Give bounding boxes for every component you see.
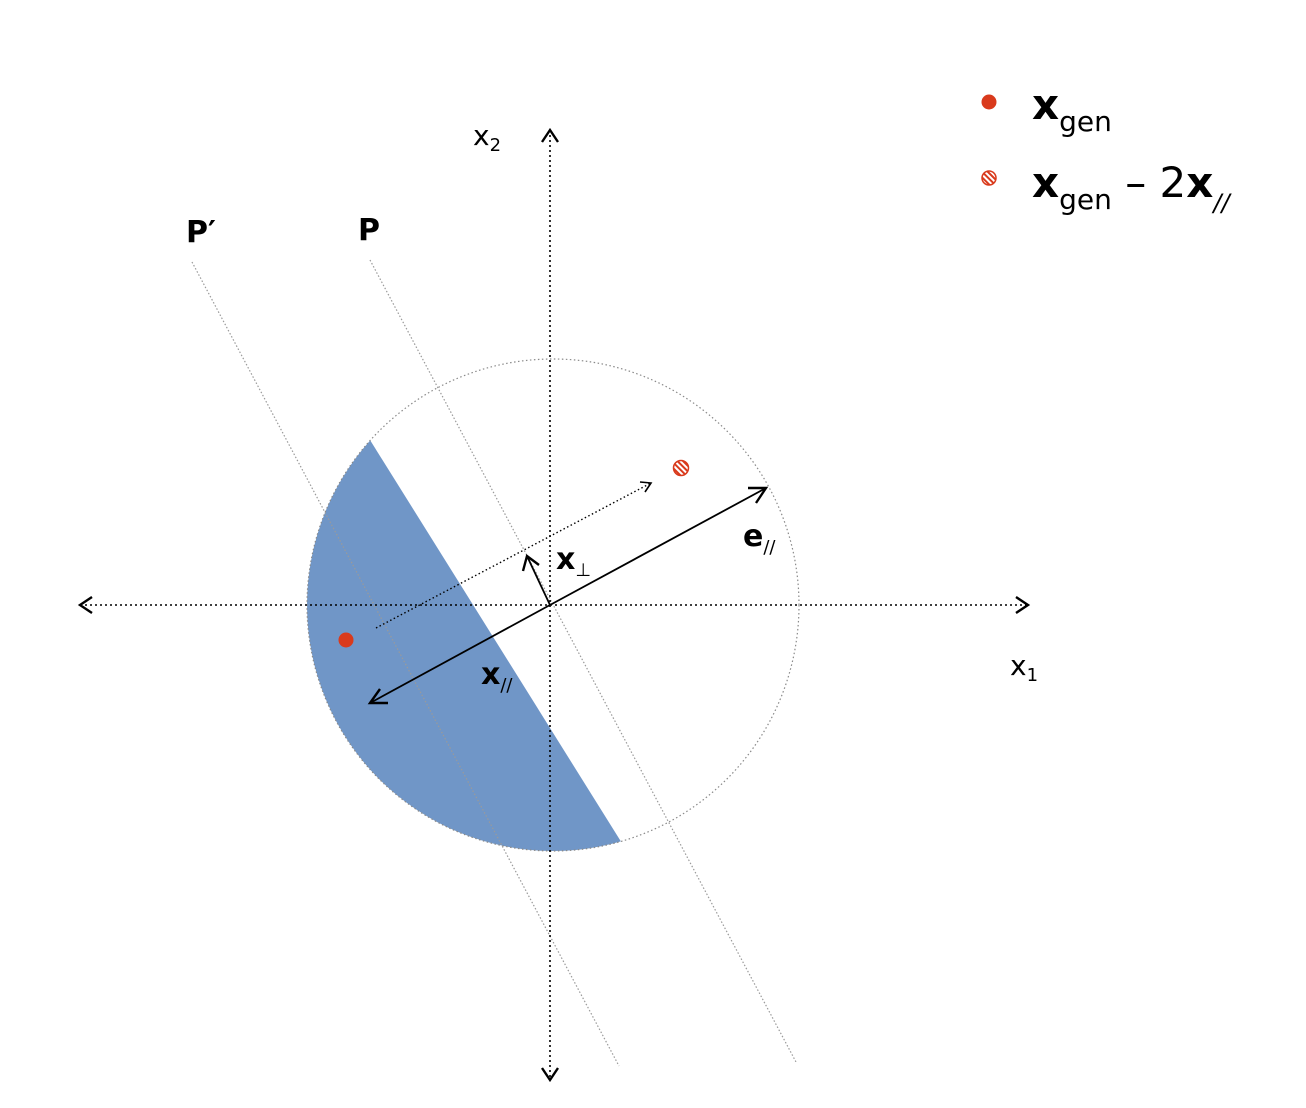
x-perp-label-main: x (556, 542, 576, 577)
shaded-region (307, 440, 720, 851)
x1-axis-label: x1 (1010, 652, 1038, 685)
legend-item-2-main2: x (1186, 158, 1214, 207)
e-par-arrowhead (748, 486, 769, 504)
x-par-label-sub: // (500, 675, 513, 696)
legend-item-2-sub: gen (1059, 183, 1112, 216)
x-gen-point (338, 632, 354, 648)
e-par-label: e// (743, 522, 776, 557)
legend-item-x-gen-minus-2x-par: xgen – 2x// (1032, 162, 1230, 217)
x1-axis-arrow-right (1015, 596, 1031, 614)
e-par-label-main: e (743, 519, 764, 554)
legend-solid-marker (981, 94, 997, 110)
x1-axis-label-sub: 1 (1026, 665, 1039, 686)
x2-axis-label-main: x (473, 119, 490, 152)
x2-axis-arrow-down (541, 1067, 559, 1083)
x-par-arrowhead (367, 688, 388, 705)
x-perp-label-sub: ⊥ (575, 560, 592, 581)
legend-item-x-gen: xgen (1032, 84, 1112, 136)
x2-axis-label-sub: 2 (489, 135, 502, 156)
plane-p-line (369, 259, 797, 1063)
legend-item-2-operator: – 2 (1125, 158, 1187, 207)
x-perp-vector (526, 555, 551, 606)
plane-p-label: P (358, 213, 380, 248)
x-perp-label: x⊥ (556, 545, 591, 580)
legend-item-2-main: x (1032, 158, 1060, 207)
x1-axis-arrow-left (77, 596, 93, 614)
x-par-label-main: x (481, 657, 501, 692)
reflection-arrowhead (639, 481, 653, 493)
legend-item-2-sub2: // (1213, 189, 1230, 217)
plane-p-prime-label: P′ (186, 215, 216, 250)
e-par-label-sub: // (763, 537, 776, 558)
legend-item-1-sub: gen (1059, 105, 1112, 138)
x-perp-arrowhead (521, 553, 540, 572)
plane-p-prime-line (191, 261, 620, 1067)
x-par-vector (369, 604, 551, 704)
legend-hatched-marker (981, 170, 997, 186)
x1-axis-label-main: x (1010, 649, 1027, 682)
legend-item-1-main: x (1032, 80, 1060, 129)
e-par-vector (549, 487, 767, 606)
x2-axis-label: x2 (473, 122, 501, 155)
x-par-label: x// (481, 660, 513, 695)
x-gen-reflected-point (672, 459, 690, 477)
x2-axis-arrow-up (541, 127, 559, 143)
